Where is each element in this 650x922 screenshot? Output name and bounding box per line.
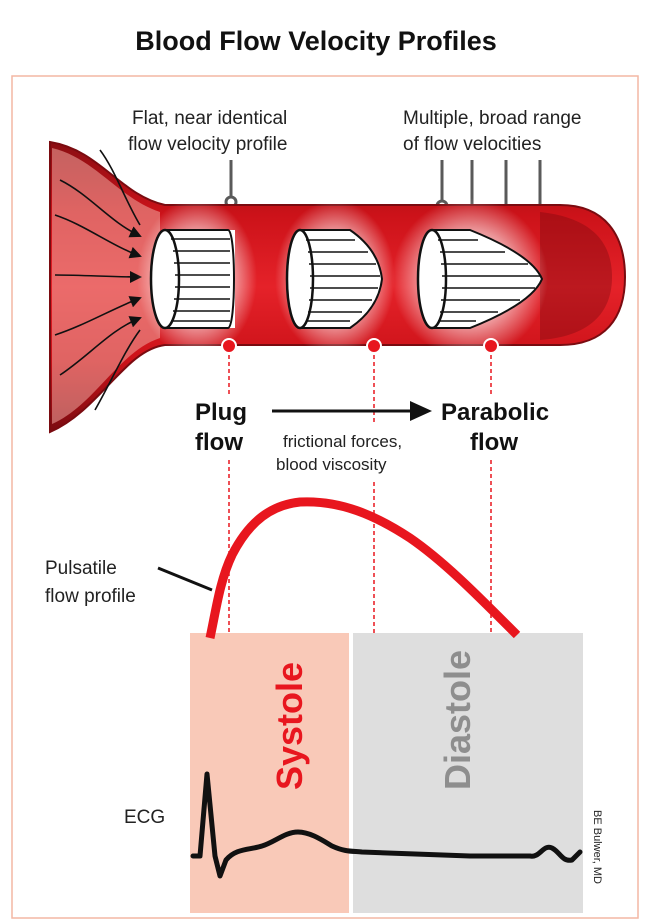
frame-border: [11, 75, 639, 919]
parabolic-flow-profile: [392, 198, 548, 358]
pulsatile-flow-curve: [205, 497, 521, 639]
ecg-trace: [190, 771, 583, 879]
frictional-forces-note-line2: blood viscosity: [276, 455, 387, 474]
pulsatile-note-line1: Pulsatile: [45, 558, 117, 579]
flat-profile-note-line1: Flat, near identical: [132, 108, 287, 129]
ecg-label: ECG: [124, 807, 165, 828]
profile-markers: [221, 338, 499, 354]
inflow-arrows: [54, 149, 142, 411]
multiple-velocities-note-line1: Multiple, broad range: [403, 108, 582, 129]
page-title: Blood Flow Velocity Profiles: [135, 26, 497, 56]
frictional-forces-note-line1: frictional forces,: [283, 432, 402, 451]
pulsatile-pointer: [157, 566, 213, 592]
author-credit: BE Bulwer, MD: [591, 810, 603, 884]
flat-profile-note-line2: flow velocity profile: [128, 134, 287, 155]
intermediate-flow-profile: [275, 200, 395, 356]
pulsatile-note-line2: flow profile: [45, 586, 136, 607]
multiple-velocities-note-line2: of flow velocities: [403, 134, 541, 155]
plug-flow-label-line2: flow: [195, 429, 243, 456]
diastole-region: [353, 633, 583, 913]
parabolic-flow-label-line2: flow: [470, 429, 518, 456]
systole-label: Systole: [269, 662, 310, 790]
transition-arrow: [272, 401, 432, 421]
parabolic-flow-label-line1: Parabolic: [441, 399, 549, 426]
plug-flow-profile: [137, 198, 257, 358]
diastole-label: Diastole: [437, 650, 478, 790]
plug-flow-label-line1: Plug: [195, 399, 247, 426]
